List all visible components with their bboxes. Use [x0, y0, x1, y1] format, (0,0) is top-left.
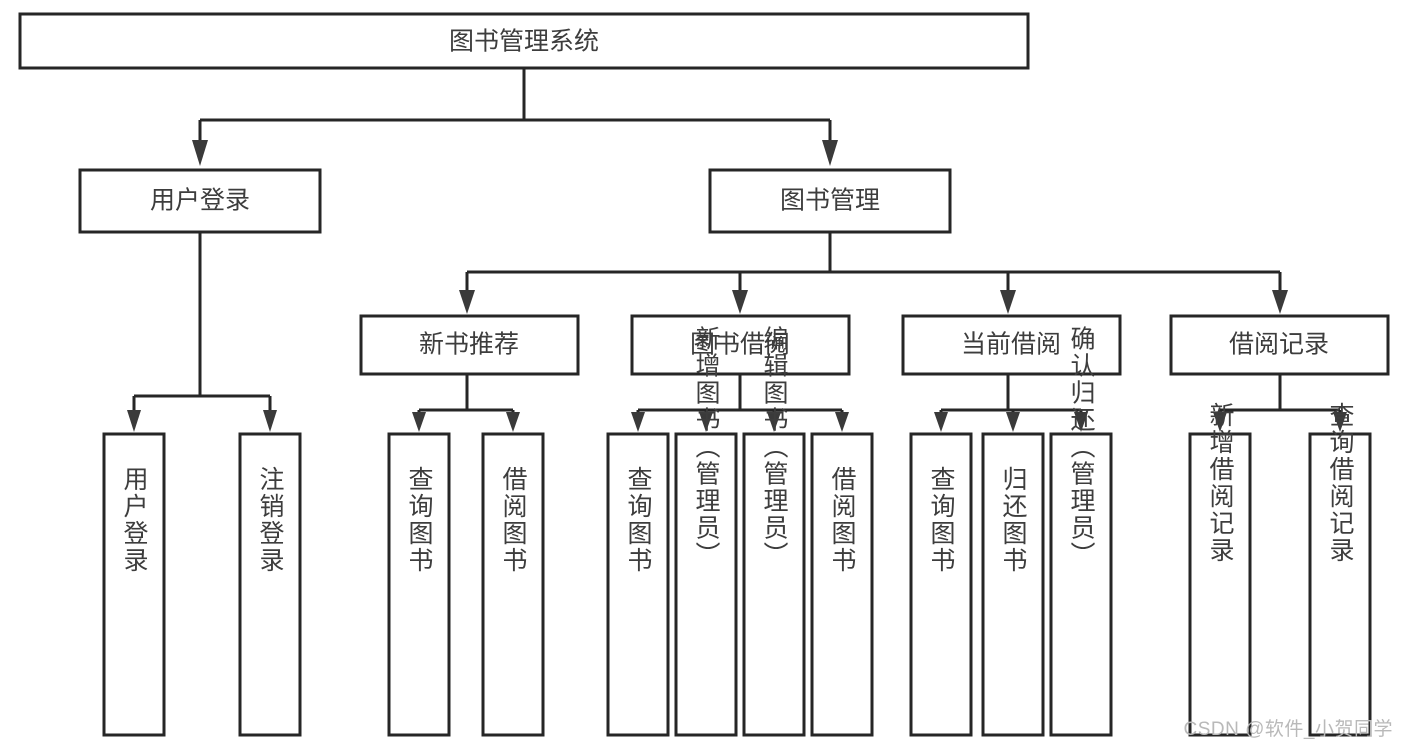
node-leaf-logout-box[interactable] [238, 432, 302, 737]
node-user-login-box[interactable] [78, 168, 322, 234]
node-leaf-add-book-box[interactable] [674, 432, 738, 737]
connector-group-new-book-recommend-to-leaves [412, 374, 520, 432]
node-leaf-query-book-1[interactable]: 查询图书 [387, 432, 451, 737]
arrowhead-book-manage [822, 140, 838, 166]
arrowhead-leaf-return-book [1006, 412, 1020, 432]
arrowhead-leaf-query-book-3 [934, 412, 948, 432]
node-leaf-logout-label: 注销登录 [256, 466, 285, 574]
node-book-borrow-label: 图书借阅 [690, 331, 790, 359]
node-leaf-add-book[interactable]: 新增图书（管理员） [674, 326, 738, 737]
connector-group-book-manage-to-level2 [459, 232, 1288, 314]
node-leaf-borrow-book-2[interactable]: 借阅图书 [810, 432, 874, 737]
arrowhead-leaf-query-borrow-record [1333, 412, 1347, 432]
node-leaf-edit-book-box[interactable] [742, 432, 806, 737]
node-leaf-borrow-book-1-box[interactable] [481, 432, 545, 737]
node-user-login[interactable]: 用户登录 [78, 168, 322, 234]
node-leaf-query-book-3-label: 查询图书 [927, 466, 956, 574]
node-leaf-query-borrow-record-box[interactable] [1308, 432, 1372, 737]
connector-group-borrow-record-to-leaves [1213, 374, 1347, 432]
node-borrow-record-label: 借阅记录 [1229, 331, 1329, 359]
arrowhead-current-borrow [1000, 290, 1016, 314]
node-leaf-query-book-2-label: 查询图书 [624, 466, 653, 574]
node-book-manage-label: 图书管理 [780, 187, 880, 215]
node-current-borrow[interactable]: 当前借阅 [901, 314, 1122, 376]
node-leaf-query-borrow-record-label: 查询借阅记录 [1326, 402, 1355, 564]
node-leaf-borrow-book-2-box[interactable] [810, 432, 874, 737]
node-leaf-query-book-1-box[interactable] [387, 432, 451, 737]
node-leaf-return-book-box[interactable] [981, 432, 1045, 737]
node-leaf-add-borrow-record-label: 新增借阅记录 [1206, 402, 1235, 564]
node-leaf-confirm-return[interactable]: 确认归还（管理员） [1049, 326, 1113, 737]
arrowhead-user-login [192, 140, 208, 166]
node-leaf-borrow-book-1[interactable]: 借阅图书 [481, 432, 545, 737]
node-leaf-query-book-3-box[interactable] [909, 432, 973, 737]
node-root-label: 图书管理系统 [449, 28, 599, 56]
node-borrow-record-box[interactable] [1169, 314, 1390, 376]
arrowhead-leaf-query-book-1 [412, 412, 426, 432]
node-leaf-query-book-1-label: 查询图书 [405, 466, 434, 574]
arrowhead-leaf-add-book [699, 412, 713, 432]
node-leaf-borrow-book-2-label: 借阅图书 [828, 466, 857, 574]
node-leaf-logout[interactable]: 注销登录 [238, 432, 302, 737]
node-new-book-recommend[interactable]: 新书推荐 [359, 314, 580, 376]
arrowhead-leaf-confirm-return [1074, 412, 1088, 432]
node-root-box[interactable] [18, 12, 1030, 70]
arrowhead-leaf-edit-book [767, 412, 781, 432]
node-leaf-edit-book[interactable]: 编辑图书（管理员） [742, 326, 806, 737]
node-root[interactable]: 图书管理系统 [18, 12, 1030, 70]
node-leaf-borrow-book-1-label: 借阅图书 [499, 466, 528, 574]
node-leaf-query-book-2-box[interactable] [606, 432, 670, 737]
node-borrow-record[interactable]: 借阅记录 [1169, 314, 1390, 376]
node-leaf-return-book[interactable]: 归还图书 [981, 432, 1045, 737]
connector-group-book-borrow-to-leaves [631, 374, 849, 432]
node-leaf-add-book-label: 新增图书（管理员） [692, 326, 721, 569]
node-book-manage[interactable]: 图书管理 [708, 168, 952, 234]
arrowhead-borrow-record [1272, 290, 1288, 314]
node-new-book-recommend-box[interactable] [359, 314, 580, 376]
node-leaf-edit-book-label: 编辑图书（管理员） [760, 326, 789, 569]
arrowhead-leaf-logout [263, 410, 277, 432]
arrowhead-leaf-query-book-2 [631, 412, 645, 432]
arrowhead-leaf-add-borrow-record [1213, 412, 1227, 432]
node-leaf-user-login-label: 用户登录 [120, 466, 149, 574]
node-current-borrow-label: 当前借阅 [961, 331, 1061, 359]
node-book-borrow[interactable]: 图书借阅 [630, 314, 851, 376]
node-leaf-return-book-label: 归还图书 [999, 466, 1028, 574]
node-leaf-query-book-2[interactable]: 查询图书 [606, 432, 670, 737]
arrowhead-leaf-user-login [127, 410, 141, 432]
node-leaf-query-book-3[interactable]: 查询图书 [909, 432, 973, 737]
arrowhead-book-borrow [732, 290, 748, 314]
node-book-manage-box[interactable] [708, 168, 952, 234]
arrowhead-leaf-borrow-book-1 [506, 412, 520, 432]
arrowhead-new-book-recommend [459, 290, 475, 314]
node-current-borrow-box[interactable] [901, 314, 1122, 376]
arrowhead-leaf-borrow-book-2 [835, 412, 849, 432]
node-leaf-query-borrow-record[interactable]: 查询借阅记录 [1308, 402, 1372, 737]
node-leaf-user-login-box[interactable] [102, 432, 166, 737]
node-book-borrow-box[interactable] [630, 314, 851, 376]
node-leaf-confirm-return-label: 确认归还（管理员） [1067, 326, 1096, 569]
connector-group-user-login-to-leaves [127, 232, 277, 432]
csdn-watermark: CSDN @软件_小贺同学 [1183, 719, 1393, 740]
node-leaf-add-borrow-record-box[interactable] [1188, 432, 1252, 737]
node-user-login-label: 用户登录 [150, 187, 250, 215]
node-leaf-add-borrow-record[interactable]: 新增借阅记录 [1188, 402, 1252, 737]
node-leaf-user-login[interactable]: 用户登录 [102, 432, 166, 737]
node-leaf-confirm-return-box[interactable] [1049, 432, 1113, 737]
connector-group-root-to-level1 [192, 68, 838, 166]
connector-group-current-borrow-to-leaves [934, 374, 1088, 432]
node-new-book-recommend-label: 新书推荐 [419, 331, 519, 359]
